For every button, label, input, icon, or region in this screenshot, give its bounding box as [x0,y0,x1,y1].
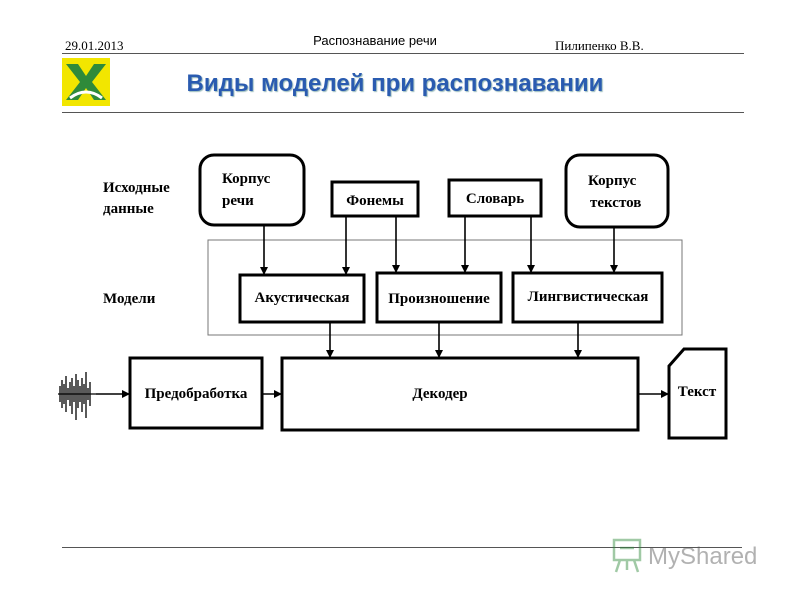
presentation-board-icon [612,538,642,573]
models-frame [207,239,683,336]
text-corpus-node: Корпус текстов [564,153,670,229]
source-label-line2: данные [103,201,154,217]
speech-corpus-label-line1: Корпус [222,171,271,187]
title-rule [62,112,744,113]
preprocessing-label: Предобработка [145,386,248,402]
header-topic: Распознавание речи [313,33,437,48]
linguistic-model-label: Лингвистическая [528,289,649,305]
decoder-node: Декодер [280,356,640,432]
logo-icon [62,58,110,106]
text-corpus-label-line1: Корпус [588,173,637,189]
preprocessing-node: Предобработка [128,356,264,430]
output-text-label: Текст [678,384,717,400]
header-author: Пилипенко В.В. [555,38,644,53]
speech-corpus-node: Корпус речи [198,153,306,227]
slide-title: Виды моделей при распознавании [186,70,604,97]
speech-corpus-label-line2: речи [222,193,254,209]
source-label-line1: Исходные [103,180,170,196]
footer-rule [62,547,742,548]
pronunciation-model-node: Произношение [375,271,503,324]
watermark-text: MyShared [648,543,757,570]
models-label: Модели [103,291,156,307]
phonemes-node: Фонемы [330,180,420,218]
decoder-label: Декодер [412,386,467,402]
pronunciation-model-label: Произношение [388,291,490,307]
speech-waveform-icon [58,372,96,420]
output-text-node: Текст [667,347,728,440]
dictionary-label: Словарь [466,191,524,207]
text-corpus-label-line2: текстов [590,195,641,211]
phonemes-label: Фонемы [346,193,404,209]
acoustic-model-node: Акустическая [238,273,366,324]
acoustic-model-label: Акустическая [255,290,350,306]
linguistic-model-node: Лингвистическая [511,271,664,324]
header-date: 29.01.2013 [65,38,124,53]
dictionary-node: Словарь [447,178,543,218]
header-rule [62,53,744,54]
watermark: MyShared [610,536,770,576]
